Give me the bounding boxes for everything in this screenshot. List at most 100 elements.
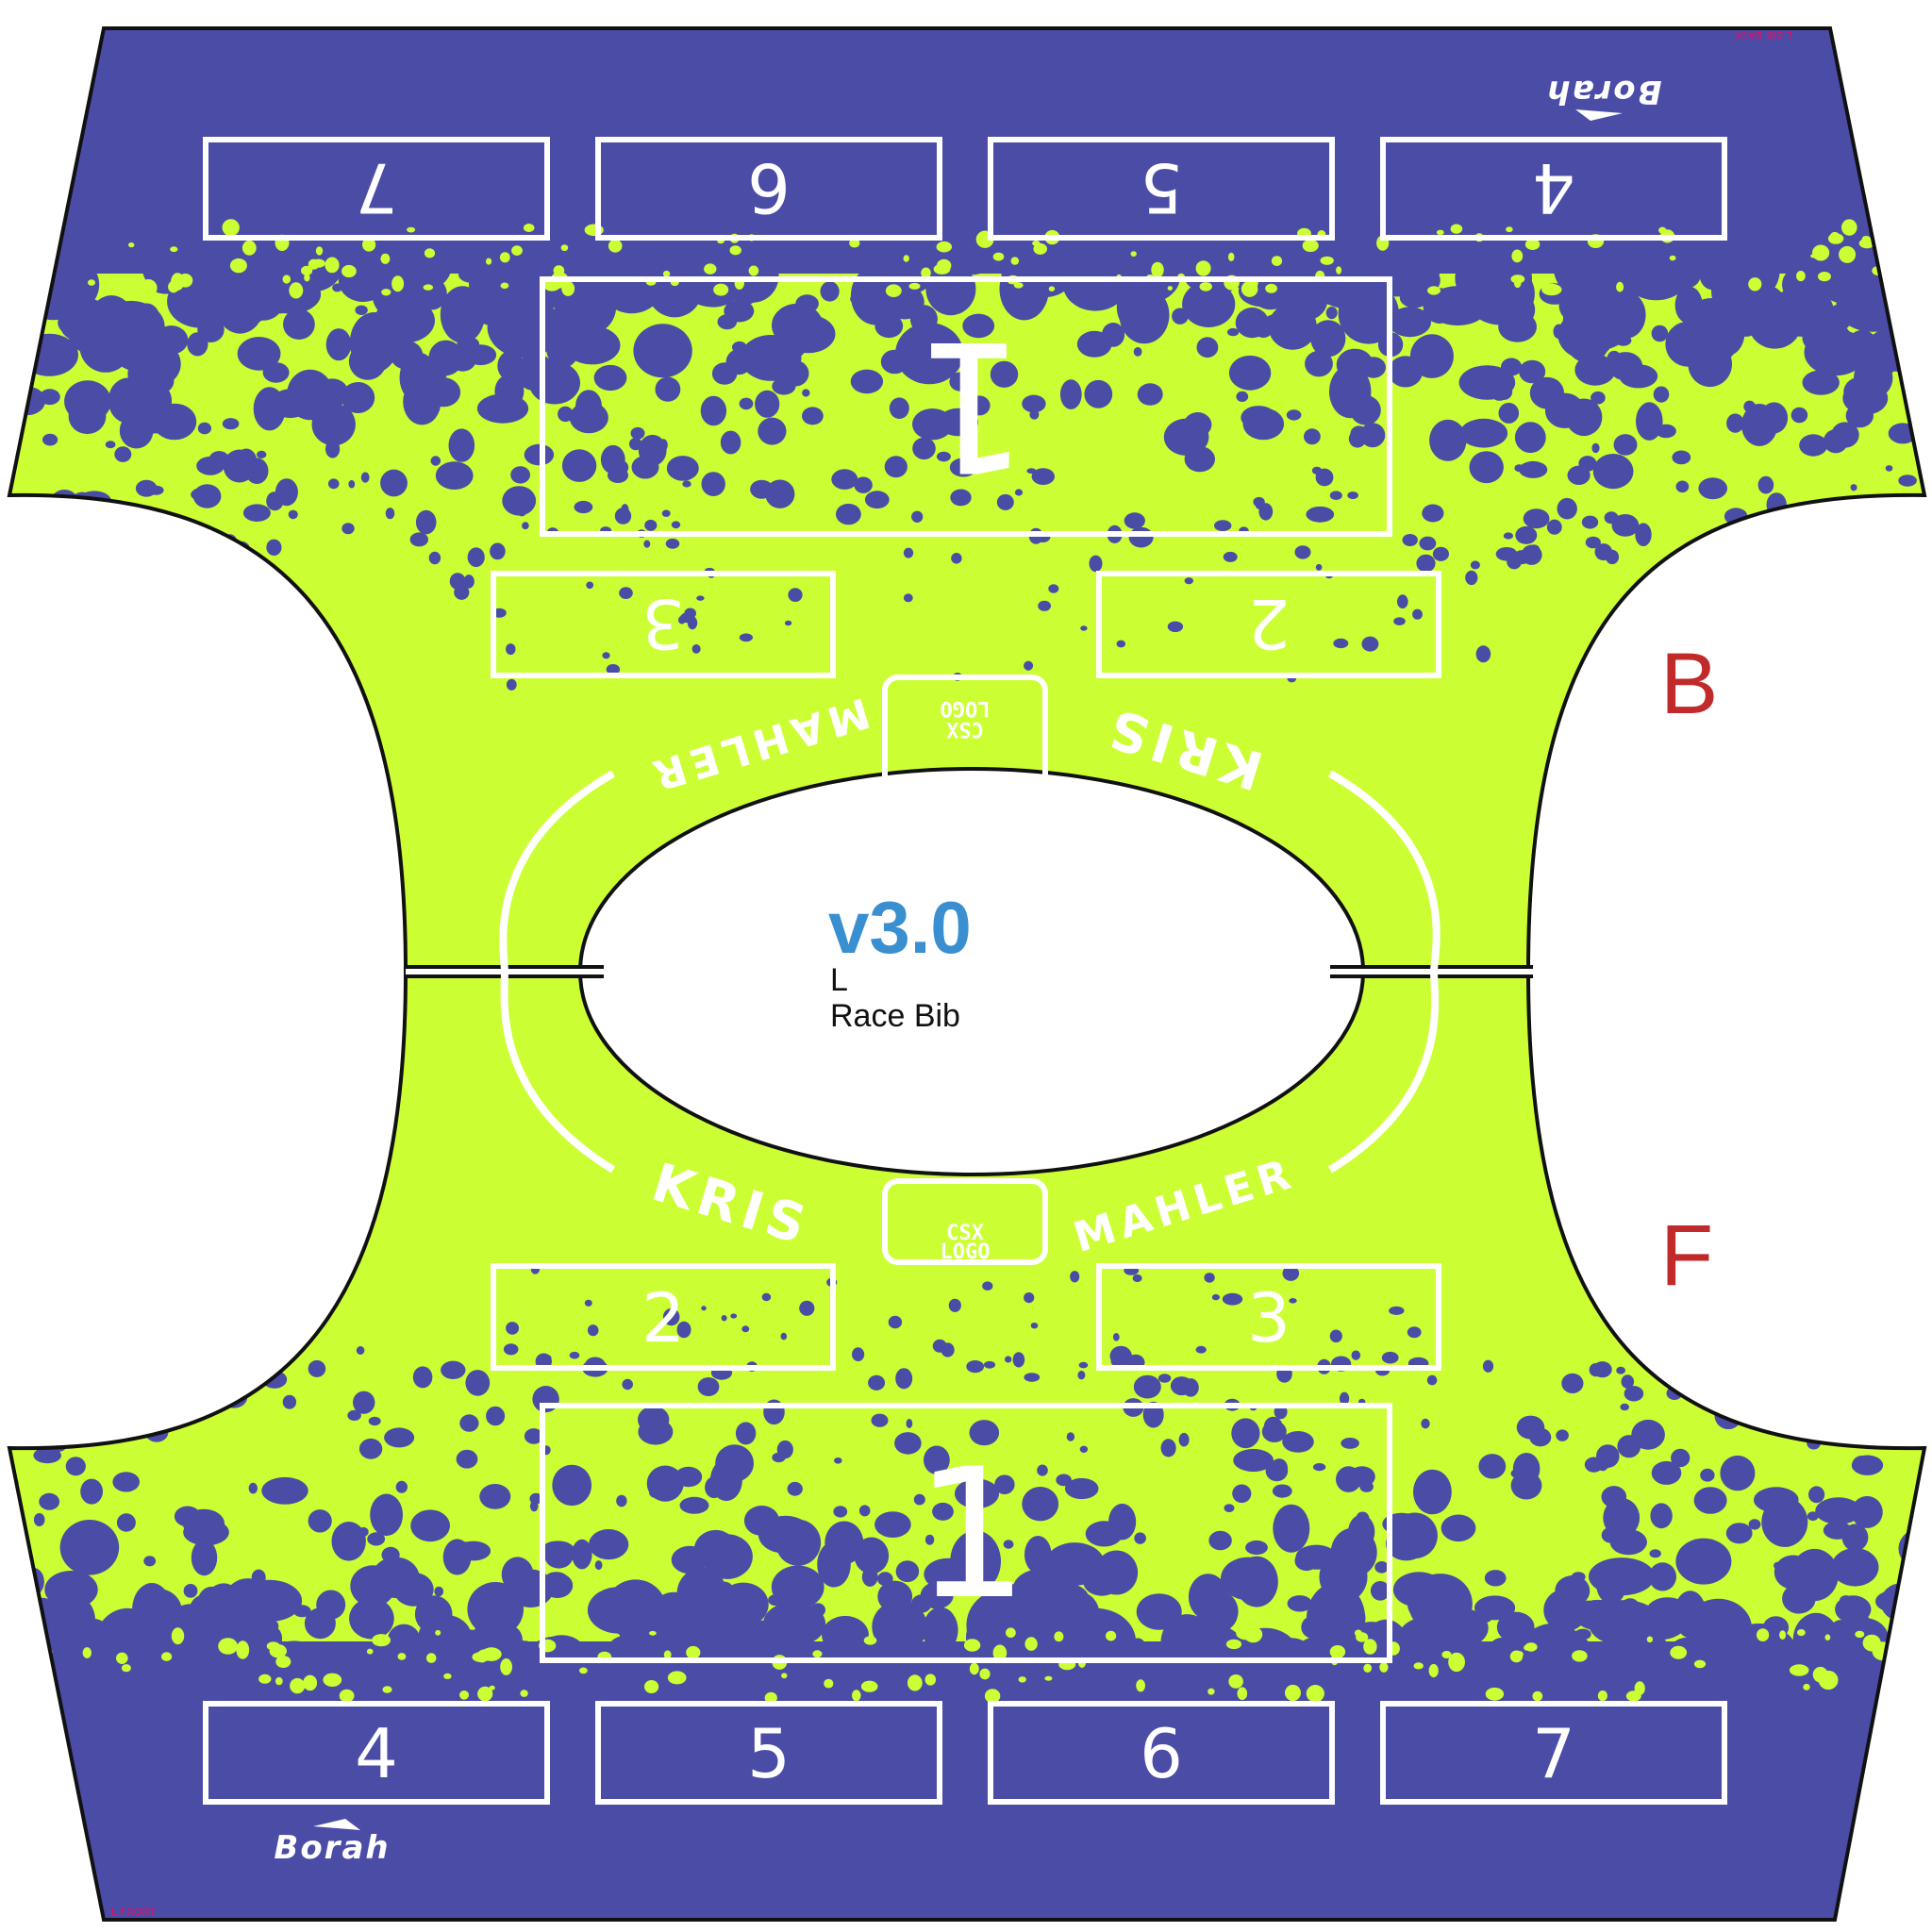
splatter-blob (1765, 1507, 1786, 1529)
splatter-blob (1271, 1458, 1288, 1478)
splatter-blob (906, 1419, 913, 1428)
splatter-blob (1604, 511, 1619, 525)
splatter-blob (523, 224, 535, 232)
splatter-blob (990, 360, 1019, 388)
splatter-blob (497, 350, 525, 381)
splatter-blob (1426, 1374, 1438, 1386)
splatter-blob (1080, 625, 1088, 631)
splatter-blob (1195, 260, 1211, 276)
splatter-blob (1348, 1514, 1375, 1549)
splatter-blob (1882, 243, 1924, 290)
splatter-blob (888, 1315, 903, 1329)
back-box-5-frame (988, 137, 1335, 241)
front-box-7-label: 7 (1532, 1714, 1575, 1793)
splatter-blob (9, 1643, 15, 1662)
splatter-blob (1359, 423, 1386, 448)
splatter-blob (65, 1457, 86, 1476)
splatter-blob (282, 275, 291, 284)
back-logo-bottom: LOGO (941, 696, 991, 720)
splatter-blob (465, 344, 497, 366)
splatter-blob (393, 1572, 434, 1607)
splatter-blob (1227, 252, 1235, 261)
splatter-blob (1054, 1631, 1064, 1642)
splatter-blob (1806, 1405, 1827, 1429)
splatter-blob (159, 551, 170, 560)
splatter-blob (1171, 1620, 1185, 1641)
splatter-blob (1556, 1429, 1569, 1441)
splatter-blob (810, 1603, 825, 1617)
splatter-blob (1843, 248, 1850, 255)
splatter-blob (368, 1416, 381, 1426)
splatter-blob (925, 262, 976, 316)
splatter-blob (820, 281, 840, 302)
splatter-blob (1772, 1641, 1794, 1659)
splatter-blob (1402, 534, 1418, 546)
splatter-blob (1078, 1361, 1089, 1369)
splatter-blob (1312, 1463, 1326, 1472)
splatter-blob (1698, 477, 1727, 500)
splatter-blob (447, 1629, 491, 1687)
splatter-blob (1465, 570, 1478, 586)
splatter-blob (1621, 1374, 1635, 1389)
splatter-blob (356, 1346, 365, 1355)
splatter-blob (1588, 1600, 1661, 1646)
splatter-blob (381, 289, 391, 296)
splatter-blob (1448, 1652, 1465, 1673)
splatter-blob (1005, 1356, 1012, 1363)
splatter-blob (331, 1522, 366, 1561)
splatter-blob (1233, 1448, 1274, 1473)
splatter-blob (802, 389, 810, 397)
splatter-blob (992, 252, 1005, 261)
splatter-blob (1648, 1562, 1676, 1591)
splatter-blob (671, 1545, 708, 1574)
splatter-blob (1841, 219, 1857, 236)
splatter-blob (1799, 434, 1828, 457)
splatter-blob (1374, 1561, 1389, 1574)
splatter-blob (1037, 1464, 1048, 1476)
splatter-blob (948, 1298, 961, 1312)
splatter-blob (1889, 229, 1897, 237)
splatter-blob (1066, 1432, 1075, 1441)
splatter-pattern (9, 219, 1924, 1704)
splatter-blob (1532, 1690, 1543, 1702)
splatter-blob (33, 1447, 61, 1464)
splatter-blob (140, 279, 158, 297)
splatter-blob (541, 1573, 574, 1598)
splatter-blob (1812, 244, 1830, 261)
splatter-blob (1363, 1663, 1373, 1674)
splatter-blob (1653, 386, 1670, 403)
splatter-blob (949, 458, 977, 477)
splatter-blob (499, 252, 510, 263)
splatter-blob (1581, 515, 1599, 529)
splatter-blob (1370, 1581, 1391, 1601)
splatter-blob (969, 1420, 1000, 1446)
splatter-blob (1741, 404, 1778, 446)
splatter-blob (889, 397, 909, 420)
front-big-box (540, 1403, 1392, 1663)
splatter-blob (395, 1480, 408, 1493)
splatter-blob (1607, 291, 1646, 339)
splatter-blob (1421, 1418, 1430, 1429)
splatter-blob (983, 1360, 996, 1369)
splatter-blob (22, 368, 32, 379)
splatter-blob (399, 352, 438, 403)
navy-band-back (9, 28, 1924, 274)
center-info: v3.0 L Race Bib (828, 886, 972, 1034)
splatter-blob (1295, 1544, 1338, 1570)
splatter-blob (391, 275, 405, 292)
splatter-blob (924, 1445, 950, 1474)
splatter-blob (762, 1601, 826, 1646)
splatter-blob (836, 503, 861, 525)
splatter-blob (1399, 357, 1418, 375)
splatter-blob (992, 1644, 1008, 1661)
splatter-blob (308, 1509, 332, 1533)
splatter-blob (9, 269, 15, 281)
splatter-blob (1824, 540, 1845, 554)
splatter-blob (1607, 350, 1622, 365)
splatter-blob (541, 1354, 552, 1361)
splatter-blob (1354, 1629, 1362, 1637)
front-brand-text: Borah (274, 1829, 390, 1867)
splatter-blob (308, 1359, 326, 1377)
splatter-blob (1529, 1427, 1552, 1447)
splatter-blob (1130, 251, 1137, 257)
